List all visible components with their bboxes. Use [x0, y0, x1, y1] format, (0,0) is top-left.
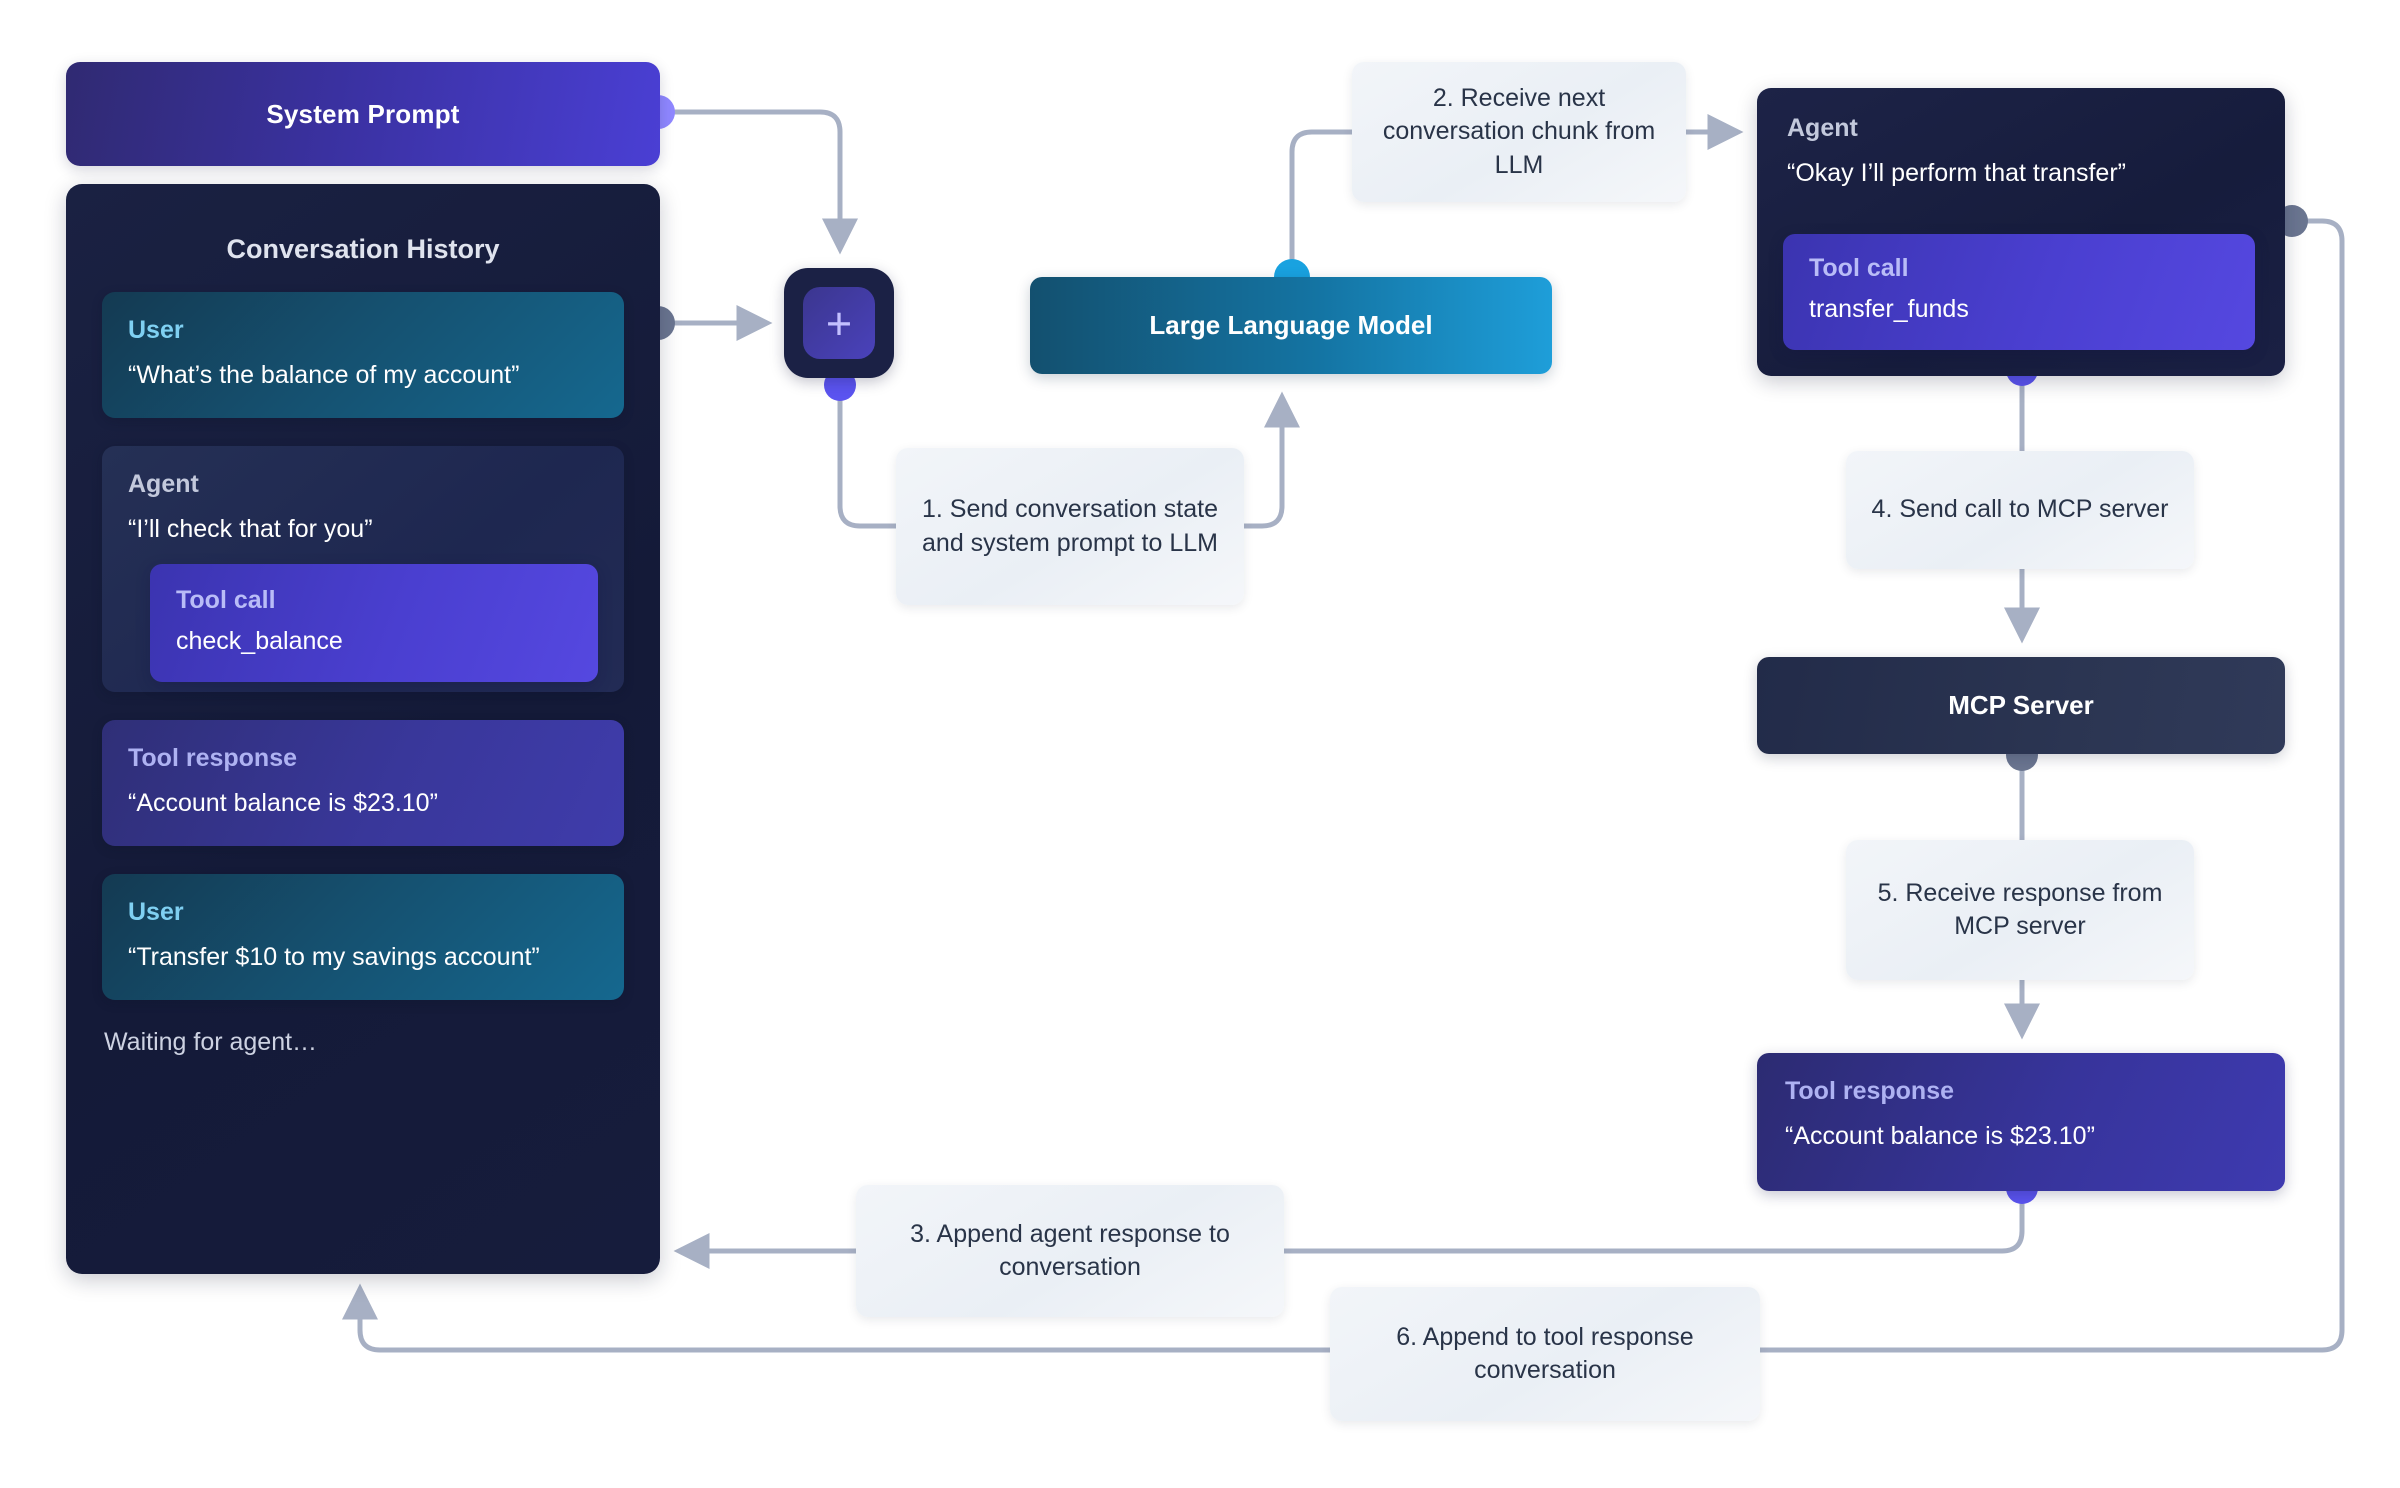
tool-call-name: check_balance — [176, 627, 343, 655]
message-role: User — [128, 898, 184, 926]
tool-call-card-transfer-funds[interactable]: Tool call transfer_funds — [1783, 234, 2255, 350]
conversation-status-text: Waiting for agent… — [104, 1028, 318, 1056]
step-callout-3: 3. Append agent response to conversation — [856, 1185, 1284, 1317]
agent-role-label: Agent — [1787, 114, 1858, 142]
step-callout-4: 4. Send call to MCP server — [1846, 451, 2194, 569]
tool-response-label: Tool response — [1785, 1077, 1955, 1105]
agent-message-text: “Okay I’ll perform that transfer” — [1787, 159, 2126, 187]
agent-node[interactable]: Agent “Okay I’ll perform that transfer” … — [1757, 88, 2285, 376]
message-role: Agent — [128, 470, 199, 498]
plus-icon: + — [803, 287, 875, 359]
tool-call-card-check-balance[interactable]: Tool call check_balance — [150, 564, 598, 682]
message-text: “I’ll check that for you” — [128, 515, 373, 543]
message-role: Tool response — [128, 744, 298, 772]
llm-label: Large Language Model — [1149, 310, 1433, 340]
tool-call-label: Tool call — [176, 586, 276, 614]
conversation-history-title: Conversation History — [226, 234, 500, 264]
step-callout-2: 2. Receive next conversation chunk from … — [1352, 62, 1686, 202]
message-text: “Account balance is $23.10” — [128, 789, 438, 817]
step-callout-6: 6. Append to tool response conversation — [1330, 1287, 1760, 1421]
edge-systemprompt-to-merge — [657, 109, 858, 255]
conversation-message-agent-1[interactable]: Agent “I’ll check that for you” Tool cal… — [102, 446, 624, 692]
mcp-server-label: MCP Server — [1948, 690, 2094, 720]
tool-response-text: “Account balance is $23.10” — [1785, 1122, 2095, 1150]
tool-call-label: Tool call — [1809, 254, 1909, 282]
mcp-server-node[interactable]: MCP Server — [1757, 657, 2285, 754]
conversation-history-panel[interactable]: Conversation History User “What’s the ba… — [66, 184, 660, 1274]
system-prompt-node[interactable]: System Prompt — [66, 62, 660, 166]
system-prompt-label: System Prompt — [266, 98, 460, 129]
conversation-message-tool-response-1[interactable]: Tool response “Account balance is $23.10… — [102, 720, 624, 846]
message-text: “Transfer $10 to my savings account” — [128, 943, 540, 971]
message-text: “What’s the balance of my account” — [128, 361, 520, 389]
conversation-message-user-2[interactable]: User “Transfer $10 to my savings account… — [102, 874, 624, 1000]
conversation-message-list: User “What’s the balance of my account” … — [102, 292, 624, 1057]
tool-call-name: transfer_funds — [1809, 295, 1969, 323]
merge-node[interactable]: + — [784, 268, 894, 378]
conversation-message-user-1[interactable]: User “What’s the balance of my account” — [102, 292, 624, 418]
step-callout-1: 1. Send conversation state and system pr… — [896, 448, 1244, 605]
large-language-model-node[interactable]: Large Language Model — [1030, 277, 1552, 374]
message-role: User — [128, 316, 184, 344]
step-callout-5: 5. Receive response from MCP server — [1846, 840, 2194, 980]
tool-response-node[interactable]: Tool response “Account balance is $23.10… — [1757, 1053, 2285, 1191]
